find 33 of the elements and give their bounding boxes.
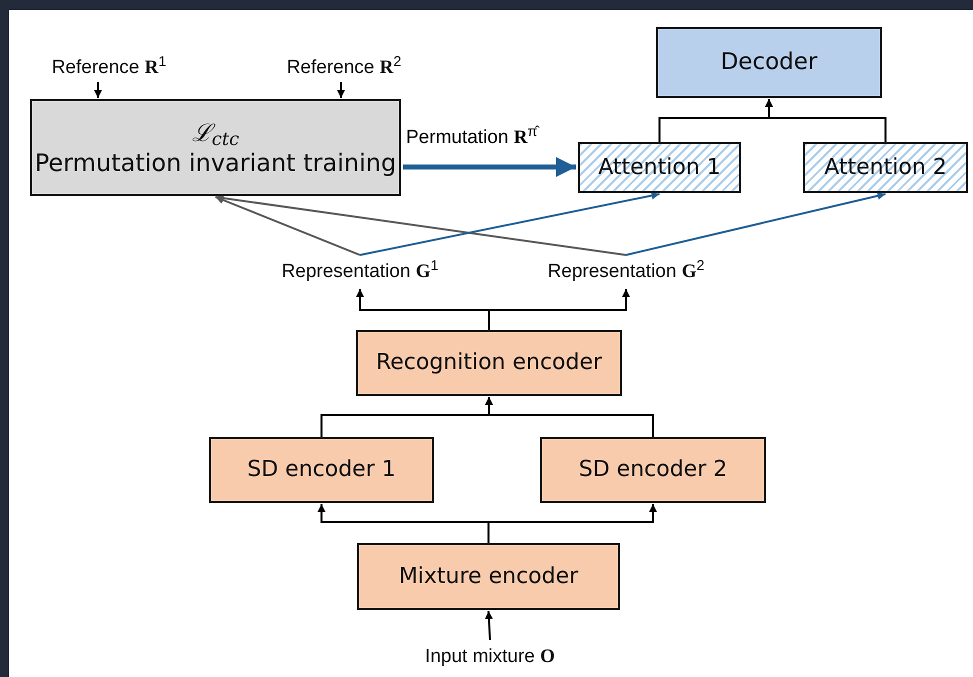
box-label: Attention 2 (824, 154, 947, 182)
arrow (484, 610, 493, 640)
arrow (94, 82, 102, 98)
arrow (485, 397, 654, 437)
attention-box (803, 142, 968, 193)
arrow (360, 192, 660, 256)
loss-box (30, 99, 401, 196)
box-label: Mixture encoder (398, 562, 578, 590)
box-label: Decoder (720, 48, 818, 77)
text-label: Representation G$^{1}$ (258, 258, 462, 288)
encoder-box (209, 437, 434, 503)
arrow (215, 194, 626, 256)
attention-box (578, 142, 741, 193)
encoder-box (357, 543, 620, 610)
arrow (488, 504, 657, 543)
box-label: SD encoder 1 (247, 456, 396, 484)
encoder-box (540, 437, 766, 503)
decoder-box (656, 27, 882, 98)
box-label: Permutation invariant training (34, 148, 396, 178)
arrow (215, 196, 360, 256)
arrow (337, 82, 345, 98)
text-label: Input mixture O (400, 643, 580, 671)
formula-text: ℒ$_{ctc}$ (192, 118, 240, 148)
text-label: Representation G$^{2}$ (524, 258, 728, 288)
box-label: Attention 1 (598, 154, 721, 182)
text-label: Reference R$^{1}$ (24, 54, 194, 80)
encoder-box (356, 330, 622, 396)
text-label: Reference R$^{2}$ (268, 54, 420, 80)
arrow (626, 192, 886, 256)
arrow (765, 99, 886, 142)
box-label: SD encoder 2 (578, 456, 728, 484)
arrow (403, 157, 576, 177)
box-label: Recognition encoder (376, 349, 602, 377)
